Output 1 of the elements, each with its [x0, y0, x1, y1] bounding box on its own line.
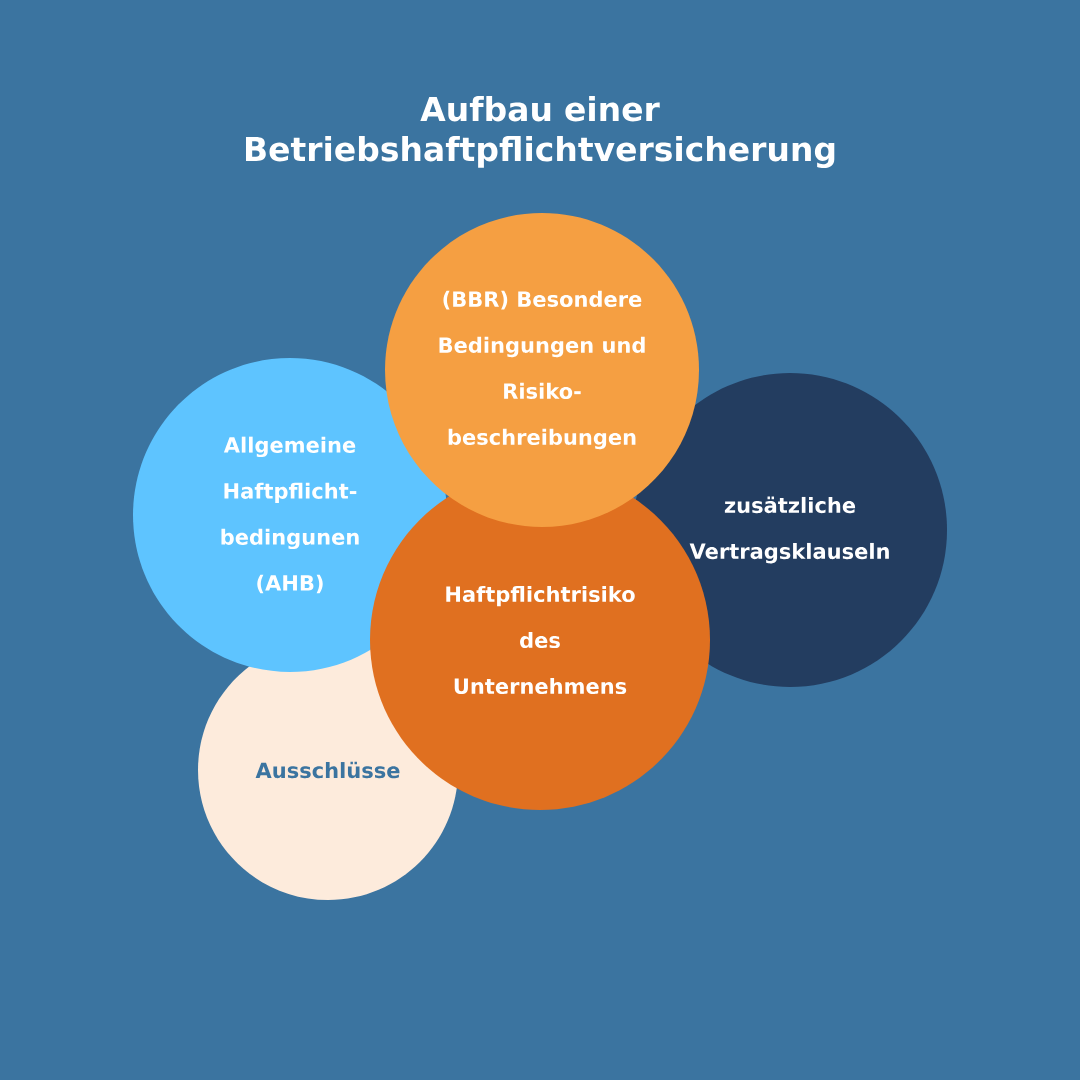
- title: Aufbau einer Betriebshaftpflichtversicherung: [246, 95, 835, 169]
